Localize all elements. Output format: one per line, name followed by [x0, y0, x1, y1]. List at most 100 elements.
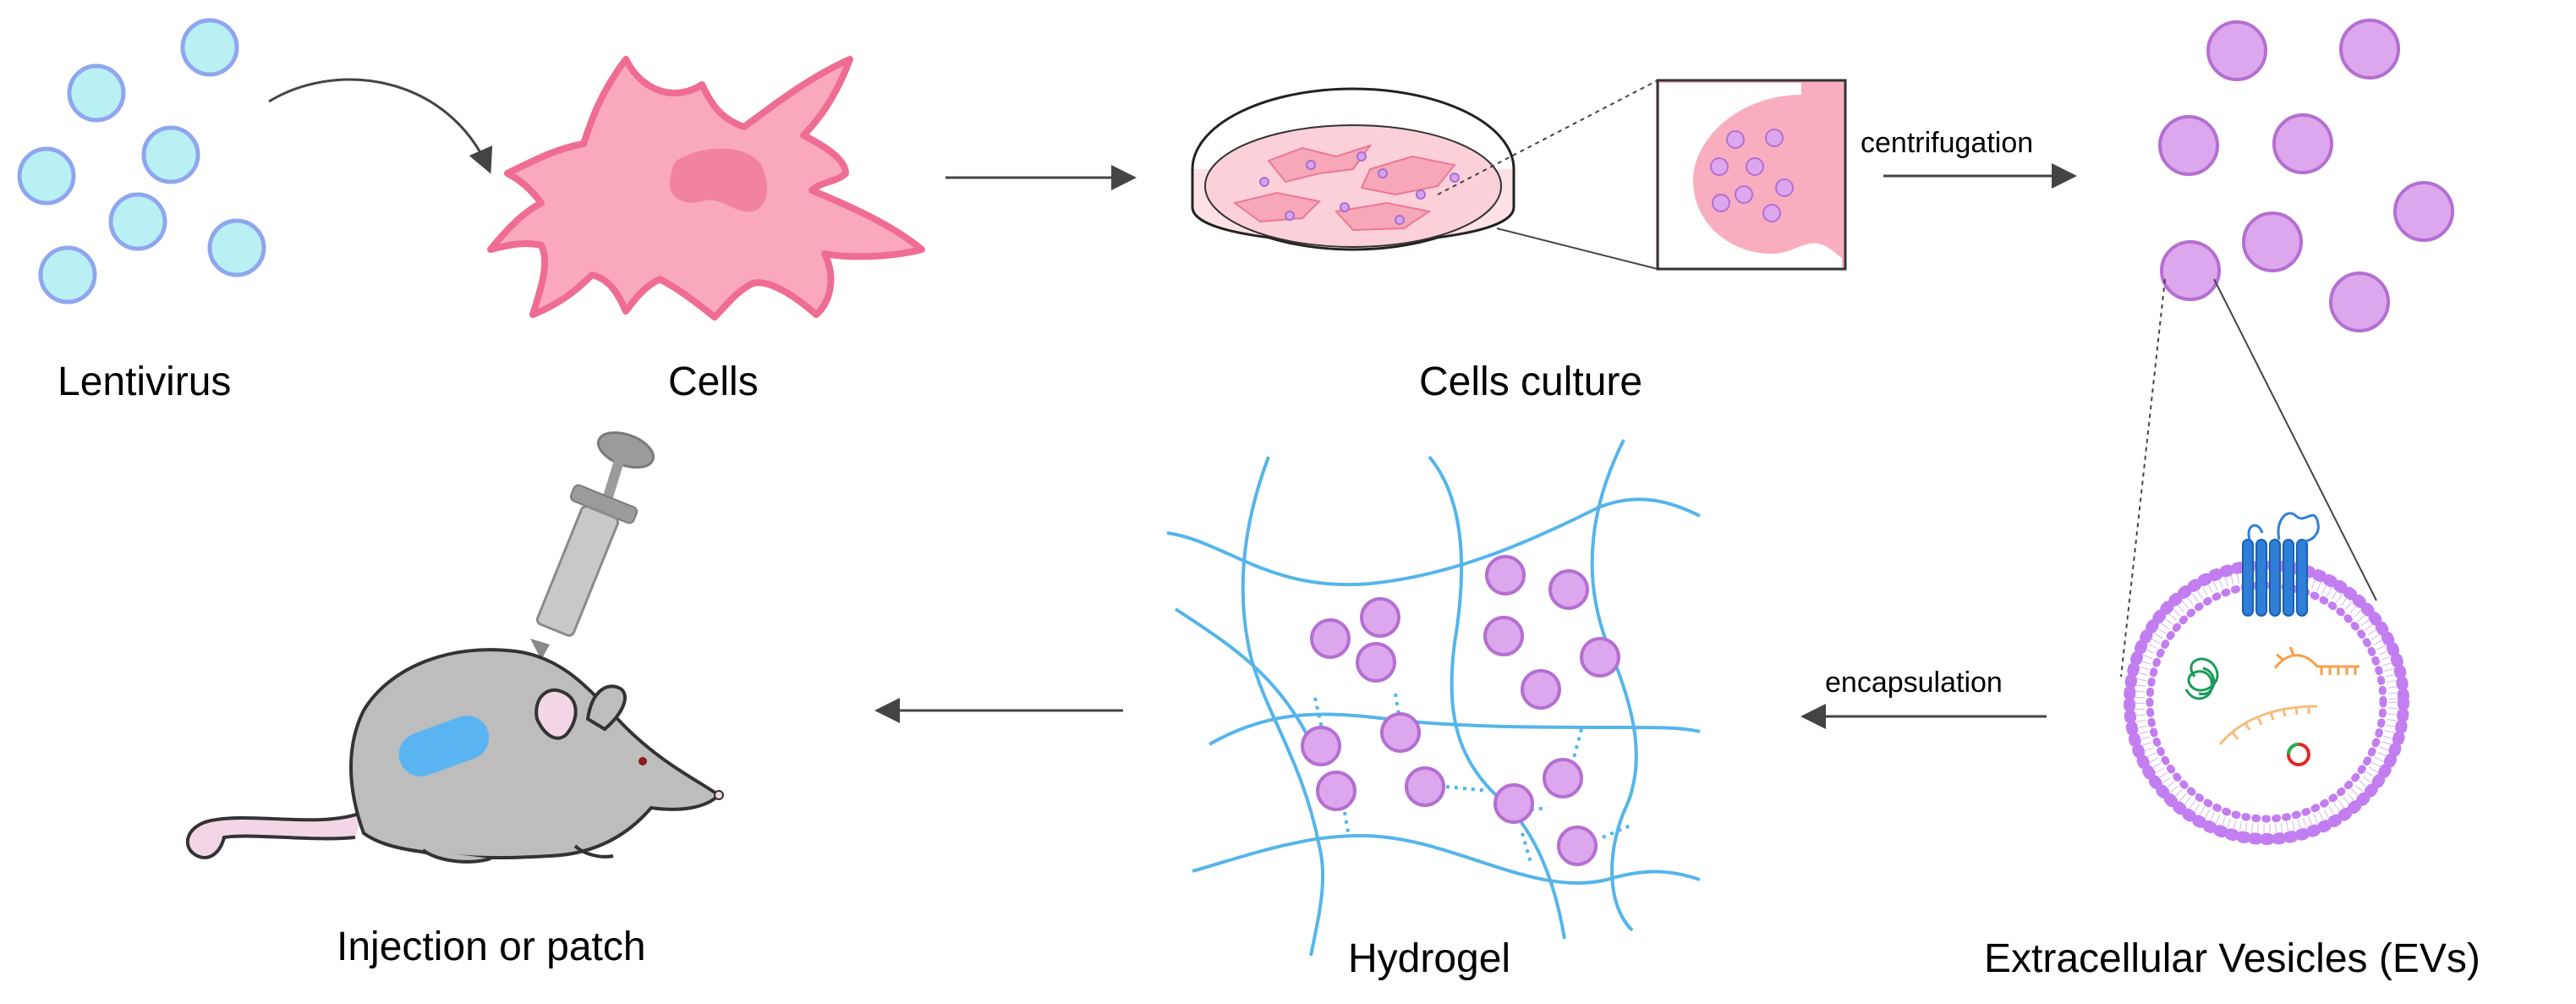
mouse-nose — [714, 790, 724, 800]
virus-particle — [38, 245, 97, 304]
ev-particle — [1380, 712, 1421, 753]
hydrogel-network — [1166, 439, 1701, 957]
syringe-plunger-head — [596, 431, 655, 469]
vesicle — [1357, 151, 1367, 162]
ev-particle — [1543, 758, 1583, 798]
ev-particle — [1494, 783, 1534, 824]
virus-particle — [207, 218, 266, 277]
transduction-arrow — [268, 78, 493, 174]
ev-particle — [1548, 569, 1589, 610]
ev-particle — [2339, 19, 2400, 80]
mouse-hind-paw — [421, 848, 491, 864]
ev-particle — [2160, 240, 2221, 301]
ev-particle — [2158, 115, 2219, 176]
mirna-bases — [2231, 706, 2310, 740]
cell-illustration — [487, 56, 925, 321]
virus-particle — [141, 125, 200, 184]
transmembrane-helix — [2255, 539, 2267, 617]
zoom-extracellular-space — [1659, 83, 1842, 269]
crosslink — [1445, 785, 1489, 793]
lentivirus-particles — [17, 18, 266, 304]
virus-particle — [67, 63, 126, 123]
ev-particle — [2329, 272, 2390, 332]
ev-particle — [1405, 766, 1445, 807]
ev-lumen — [2148, 584, 2385, 820]
cultured-cell — [1335, 201, 1432, 232]
label-injection-or-patch: Injection or patch — [337, 924, 646, 969]
protein-loop — [2247, 524, 2264, 540]
vesicle — [1259, 177, 1269, 187]
crosslink — [1571, 728, 1583, 762]
crosslink — [1521, 832, 1532, 864]
vesicle — [1710, 157, 1729, 176]
ev-particle — [2242, 211, 2303, 272]
label-cells: Cells — [668, 359, 759, 404]
ev-lipid-tails — [2135, 570, 2398, 834]
crosslink — [1343, 811, 1351, 838]
zoom-vesicles — [1710, 129, 1794, 222]
secreted-vesicles — [1259, 151, 1460, 225]
vesicle — [1726, 130, 1745, 149]
vesicle — [1762, 204, 1781, 222]
ev-particle — [1356, 642, 1396, 683]
polymer-chain — [1174, 607, 1321, 762]
membrane-protein — [2242, 539, 2308, 617]
label-encapsulation: encapsulation — [1825, 667, 2003, 699]
extracellular-vesicles — [2158, 19, 2454, 332]
cell-nucleus — [669, 148, 768, 212]
syringe-tip — [530, 639, 550, 660]
vesicle — [1378, 168, 1388, 178]
ev-particle — [1301, 726, 1341, 766]
virus-particle — [17, 146, 76, 206]
ev-particle — [1483, 616, 1524, 656]
label-centrifugation: centrifugation — [1861, 127, 2034, 159]
transmembrane-helix — [2242, 539, 2254, 617]
dna-plasmid-segment — [2287, 743, 2299, 755]
vesicle — [1306, 160, 1316, 170]
cultured-cell — [1360, 155, 1456, 196]
vesicle — [1285, 211, 1295, 221]
transmembrane-helix — [2269, 539, 2281, 617]
rna-bases — [2276, 646, 2357, 675]
zoom-line — [1496, 228, 1658, 270]
mouse-ear-back — [585, 684, 627, 732]
ev-particle — [1521, 669, 1561, 710]
label-extracellular-vesicles: Extracellular Vesicles (EVs) — [1984, 936, 2480, 981]
ev-zoom-line — [2213, 278, 2377, 601]
polymer-chain — [1209, 712, 1701, 746]
petri-dish — [1191, 87, 1515, 251]
ev-particle — [2393, 181, 2454, 242]
ev-particle — [1360, 597, 1400, 638]
rna-cargo — [2273, 646, 2360, 675]
vesicle — [1340, 202, 1350, 212]
mirna-cargo — [2218, 705, 2318, 745]
ev-particle — [1310, 618, 1351, 659]
polymer-chain — [1241, 456, 1325, 957]
ev-structure-detail — [2124, 512, 2409, 845]
ev-particle — [1485, 555, 1526, 595]
polymer-chain — [1428, 455, 1566, 940]
hydrogel-patch — [398, 716, 490, 776]
mouse-tail — [185, 810, 364, 859]
rna-strand — [2273, 654, 2360, 669]
ev-particle — [2206, 20, 2267, 81]
virus-particle — [108, 192, 167, 251]
vesicle — [1735, 185, 1753, 204]
transmembrane-helix — [2283, 539, 2294, 617]
mouse-eye — [639, 757, 647, 765]
polymer-chain — [1192, 834, 1701, 885]
zoom-frame-outline — [1656, 79, 1847, 271]
ev-particle — [1557, 826, 1598, 866]
protein-loop — [2277, 512, 2320, 543]
secretion-zoom-box — [1656, 79, 1847, 271]
crosslink — [1602, 823, 1633, 839]
cultured-cell — [1232, 191, 1322, 223]
zoom-line — [1437, 80, 1658, 195]
ev-particle — [1580, 637, 1620, 678]
vesicle — [1765, 129, 1784, 147]
mouse-front-paw — [573, 844, 614, 859]
syringe-barrel — [535, 505, 620, 637]
protein-coil — [2198, 667, 2216, 695]
ev-particle — [2272, 113, 2333, 174]
